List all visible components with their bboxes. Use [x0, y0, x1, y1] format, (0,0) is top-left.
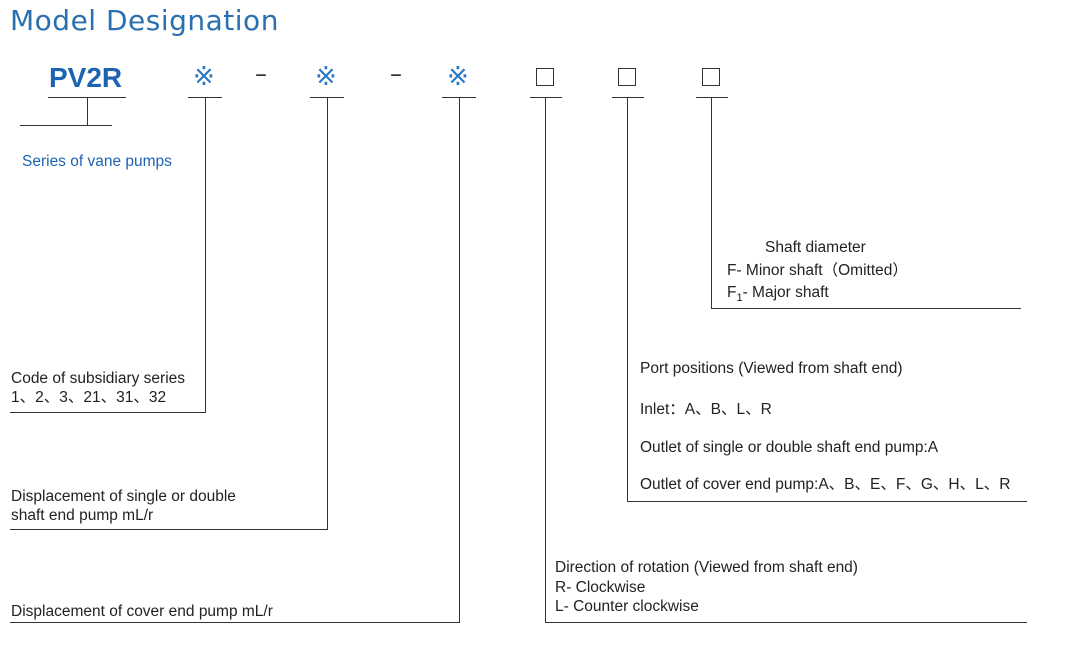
- rotation-heading: Direction of rotation (Viewed from shaft…: [555, 559, 858, 576]
- placeholder-box-rotation: [536, 68, 554, 86]
- placeholder-symbol-displacement-cover: ※: [447, 62, 469, 92]
- port-outlet-single: Outlet of single or double shaft end pum…: [640, 439, 939, 456]
- displacement-single-line2: shaft end pump mL/r: [11, 507, 154, 524]
- port-inlet: Inlet：A、B、L、R: [640, 401, 772, 418]
- series-connector: [87, 98, 88, 125]
- placeholder-symbol-displacement-single: ※: [315, 62, 337, 92]
- series-code: PV2R: [49, 62, 123, 93]
- leader-displacement-cover-base: [10, 622, 460, 623]
- rotation-option-l: L- Counter clockwise: [555, 598, 699, 615]
- shaft-option-f1-prefix: F: [727, 284, 737, 301]
- shaft-option-f1-subscript: 1: [736, 292, 743, 305]
- underline-shaft: [696, 97, 728, 98]
- separator-dash: –: [255, 60, 267, 88]
- underline-rotation: [530, 97, 562, 98]
- leader-subsidiary: [205, 98, 206, 413]
- series-underline: [48, 97, 126, 98]
- leader-displacement-single-base: [10, 529, 328, 530]
- leader-rotation: [545, 98, 546, 623]
- separator-dash: –: [390, 60, 402, 88]
- placeholder-box-shaft: [702, 68, 720, 86]
- subsidiary-values: 1、2、3、21、31、32: [11, 389, 167, 406]
- leader-shaft: [711, 98, 712, 309]
- port-outlet-cover: Outlet of cover end pump:A、B、E、F、G、H、L、R: [640, 476, 1011, 493]
- displacement-cover-label: Displacement of cover end pump mL/r: [11, 603, 273, 620]
- shaft-heading: Shaft diameter: [765, 239, 866, 256]
- port-heading: Port positions (Viewed from shaft end): [640, 360, 903, 377]
- underline-displacement-single: [310, 97, 344, 98]
- leader-shaft-base: [711, 308, 1021, 309]
- underline-subsidiary: [188, 97, 222, 98]
- subsidiary-heading: Code of subsidiary series: [11, 370, 186, 387]
- placeholder-box-port: [618, 68, 636, 86]
- shaft-option-f1-label: - Major shaft: [742, 284, 829, 301]
- leader-subsidiary-base: [10, 412, 206, 413]
- leader-displacement-single: [327, 98, 328, 530]
- shaft-option-f: F- Minor shaft（Omitted）: [727, 262, 908, 279]
- shaft-option-f1: F1- Major shaft: [727, 283, 829, 308]
- series-bracket: [20, 125, 112, 126]
- series-label: Series of vane pumps: [22, 153, 172, 170]
- leader-port-base: [627, 501, 1027, 502]
- page-title: Model Designation: [10, 4, 279, 37]
- displacement-single-line1: Displacement of single or double: [11, 488, 236, 505]
- leader-rotation-base: [545, 622, 1027, 623]
- leader-displacement-cover: [459, 98, 460, 623]
- underline-port: [612, 97, 644, 98]
- rotation-option-r: R- Clockwise: [555, 579, 646, 596]
- leader-port: [627, 98, 628, 502]
- underline-displacement-cover: [442, 97, 476, 98]
- placeholder-symbol-subsidiary: ※: [193, 62, 215, 92]
